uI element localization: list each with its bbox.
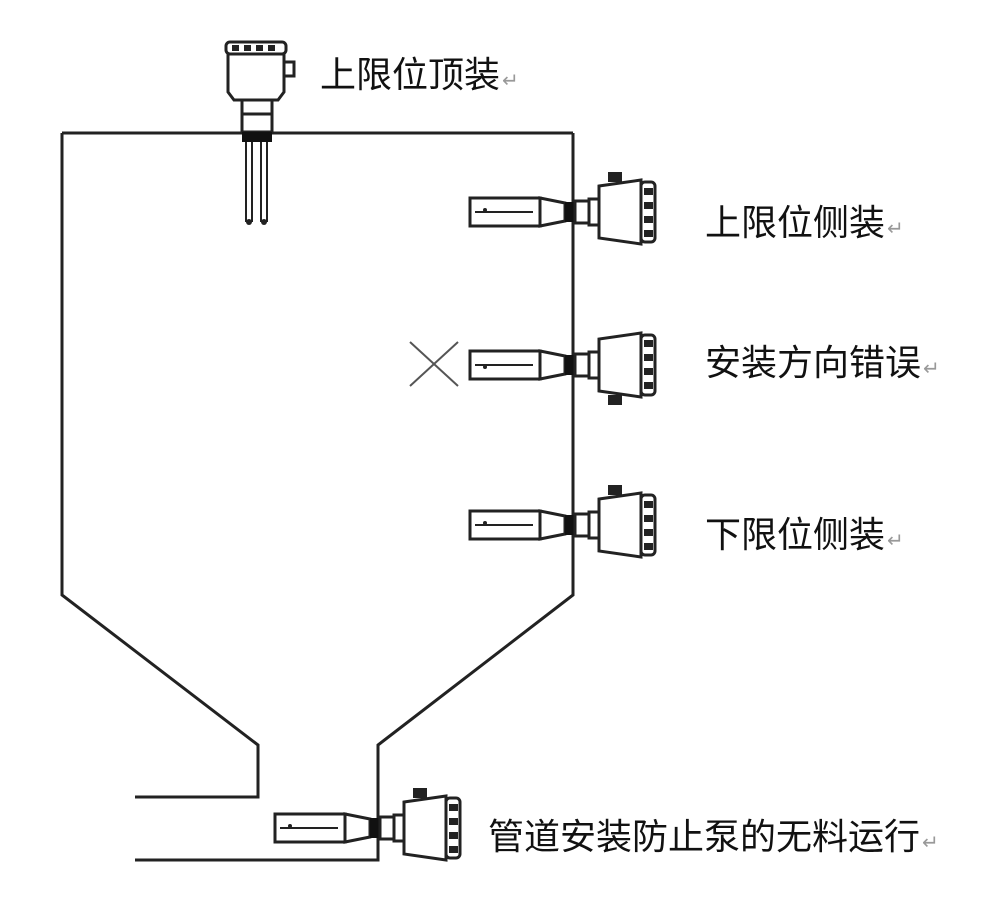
return-mark: ↵	[502, 68, 519, 92]
label-text: 安装方向错误	[705, 343, 922, 384]
label-text: 下限位侧装	[705, 515, 886, 556]
label-lower-side: 下限位侧装↵	[705, 518, 904, 554]
top-mount-sensor-icon	[224, 40, 296, 225]
return-mark: ↵	[887, 216, 904, 240]
return-mark: ↵	[923, 356, 940, 380]
lower-side-sensor-icon	[468, 483, 657, 559]
silo-outline	[60, 131, 575, 862]
pipe-sensor-icon	[273, 786, 462, 862]
label-upper-side: 上限位侧装↵	[705, 206, 904, 242]
label-wrong-direction: 安装方向错误↵	[705, 346, 940, 382]
return-mark: ↵	[922, 830, 939, 854]
wrong-cross-icon	[409, 341, 459, 387]
upper-side-sensor-icon	[468, 170, 657, 246]
return-mark: ↵	[887, 528, 904, 552]
label-text: 上限位侧装	[705, 203, 886, 244]
label-pipe-mount: 管道安装防止泵的无料运行↵	[488, 820, 939, 856]
wrong-direction-sensor-icon	[468, 331, 657, 407]
label-text: 上限位顶装	[320, 55, 501, 96]
label-top-mount: 上限位顶装↵	[320, 58, 519, 94]
label-text: 管道安装防止泵的无料运行	[488, 817, 921, 858]
